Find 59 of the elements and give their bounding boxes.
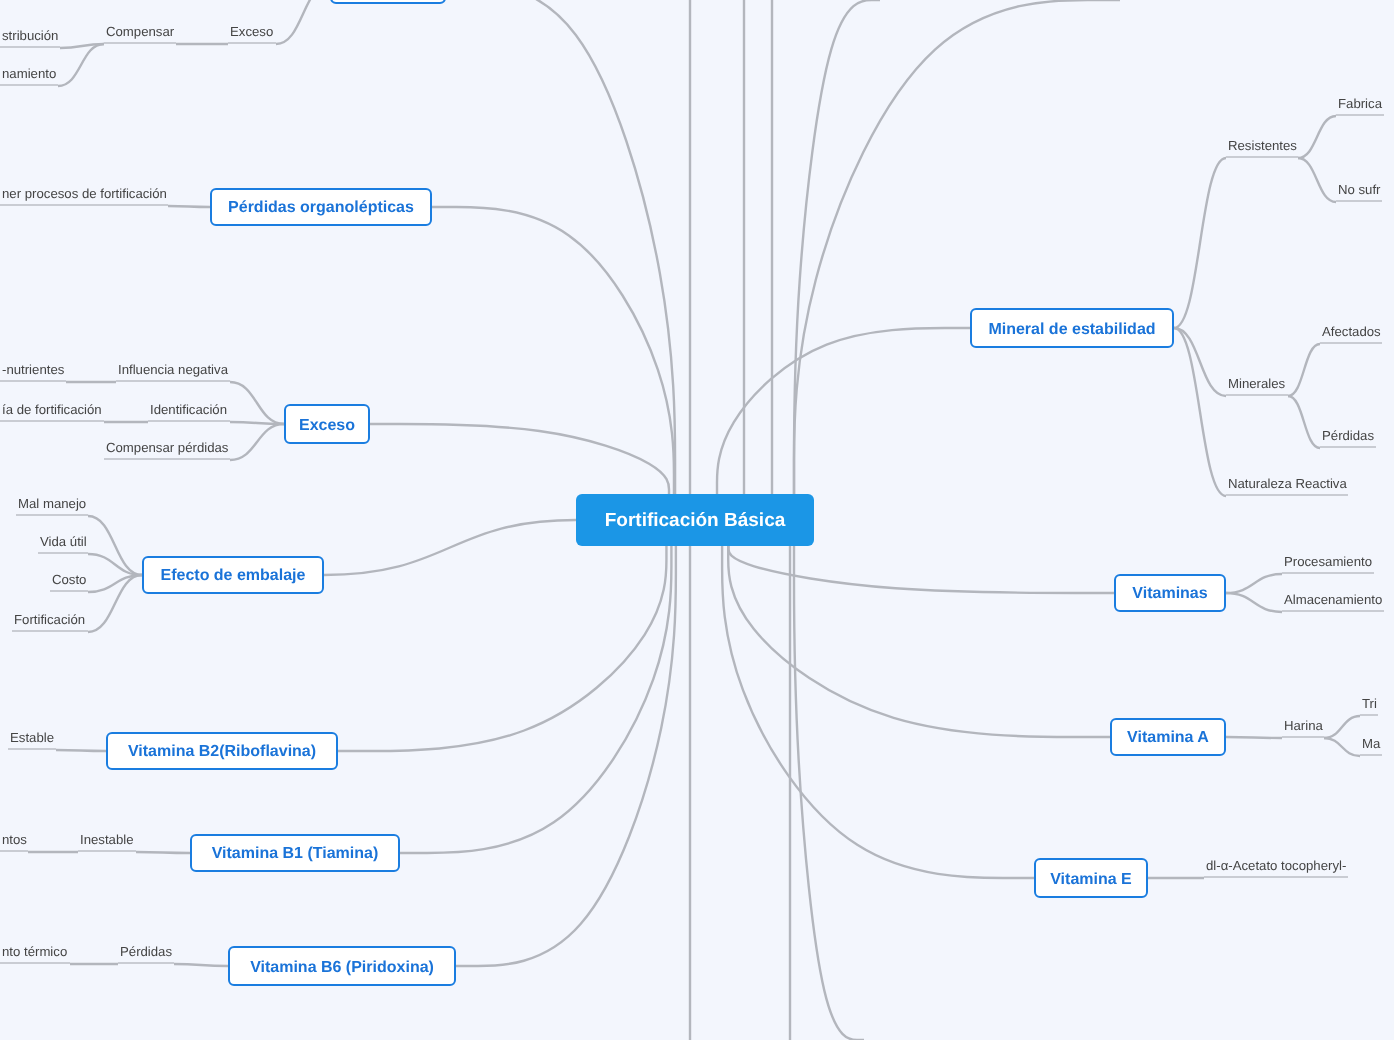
branch-line <box>338 546 668 753</box>
branch-line <box>1173 326 1227 398</box>
branch-line <box>323 518 577 577</box>
topic-box: Vitamina B1 (Tiamina) <box>190 834 400 872</box>
branch-line <box>720 546 1034 880</box>
branch-line <box>87 552 143 577</box>
branch-line <box>229 422 285 462</box>
branch-line <box>792 546 864 1040</box>
branch-line <box>1297 114 1337 160</box>
branch-line <box>1226 735 1282 740</box>
branch-line <box>28 850 78 854</box>
branch-line <box>87 573 143 594</box>
branch-line <box>70 962 118 966</box>
branch-line <box>688 0 692 494</box>
branch-line <box>1148 876 1204 880</box>
branch-line <box>1287 394 1321 450</box>
topic-box: Vitamina B6 (Piridoxina) <box>228 946 456 986</box>
branch-line <box>370 422 671 494</box>
branch-line <box>136 850 190 855</box>
branch-line <box>56 748 106 753</box>
branch-line <box>57 42 105 88</box>
branch-line <box>727 546 1114 595</box>
branch-line <box>1225 591 1283 614</box>
branch-line <box>230 420 284 426</box>
branch-line <box>715 326 970 494</box>
branch-line <box>770 0 774 494</box>
branch-line <box>168 204 210 209</box>
topic-box: Vitamina E <box>1034 858 1148 898</box>
branch-line <box>1287 342 1321 398</box>
branch-line <box>1323 736 1361 758</box>
branch-line <box>1225 572 1283 595</box>
branch-line <box>87 573 143 634</box>
branch-line <box>688 546 692 1040</box>
branch-line <box>104 420 148 424</box>
branch-line <box>1173 156 1227 330</box>
topic-box: Mineral de estabilidad <box>970 308 1174 348</box>
branch-line <box>727 546 1110 739</box>
branch-line <box>788 546 792 1040</box>
branch-line <box>400 546 673 855</box>
topic-box: Vitamina B2(Riboflavina) <box>106 732 338 770</box>
branch-line <box>229 380 285 426</box>
branch-line <box>1173 326 1227 498</box>
branch-line <box>87 514 143 577</box>
branch-line <box>1297 156 1337 204</box>
topic-box: Exceso <box>284 404 370 444</box>
branch-line <box>66 380 116 384</box>
topic-box: Efecto de embalaje <box>142 556 324 594</box>
branch-line <box>174 962 228 968</box>
topic-box: Vitaminas <box>1114 574 1226 612</box>
branch-line <box>742 0 746 494</box>
topic-box: Pérdidas organolépticas <box>210 188 432 226</box>
central-topic-box: Fortificación Básica <box>576 494 814 546</box>
branch-line <box>792 0 1120 494</box>
branch-line <box>59 42 105 50</box>
branch-line <box>176 42 228 46</box>
branch-line <box>456 546 678 968</box>
branch-line <box>1323 714 1361 740</box>
topic-box: Vitamina A <box>1110 718 1226 756</box>
branch-line <box>432 205 676 494</box>
